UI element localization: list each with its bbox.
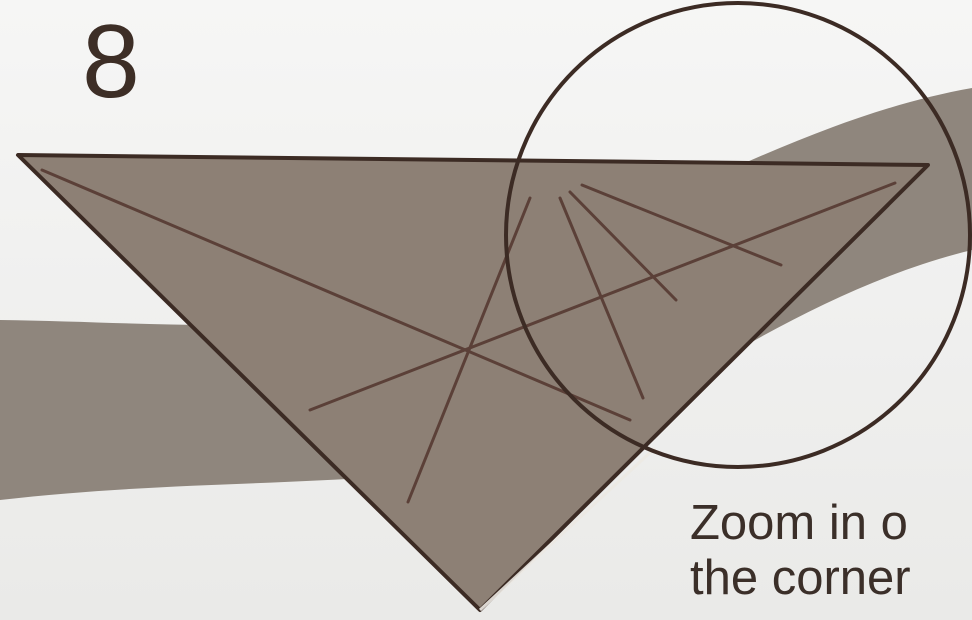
step-number: 8 <box>82 10 140 114</box>
caption-line-1: Zoom in o <box>690 496 972 551</box>
caption-line-2: the corner <box>690 551 972 606</box>
zoom-caption: Zoom in o the corner <box>690 496 972 606</box>
